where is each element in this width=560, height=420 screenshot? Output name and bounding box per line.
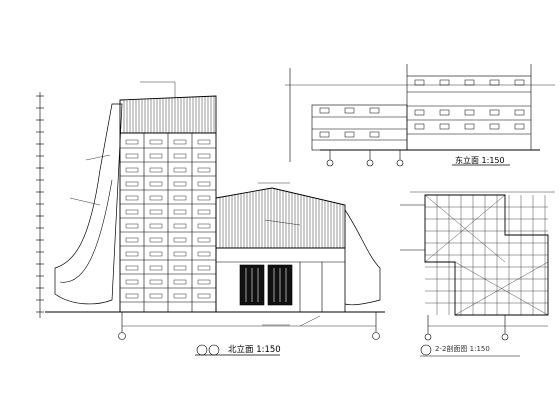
main-elevation-caption: 北立面 1:150 — [228, 345, 281, 355]
east-elevation — [285, 64, 555, 167]
main-elevation — [36, 81, 385, 356]
roof-plan-caption: 2-2剖面图 1:150 — [435, 345, 490, 353]
roof-plan — [400, 191, 555, 357]
east-elevation-caption: 东立面 1:150 — [455, 156, 505, 165]
